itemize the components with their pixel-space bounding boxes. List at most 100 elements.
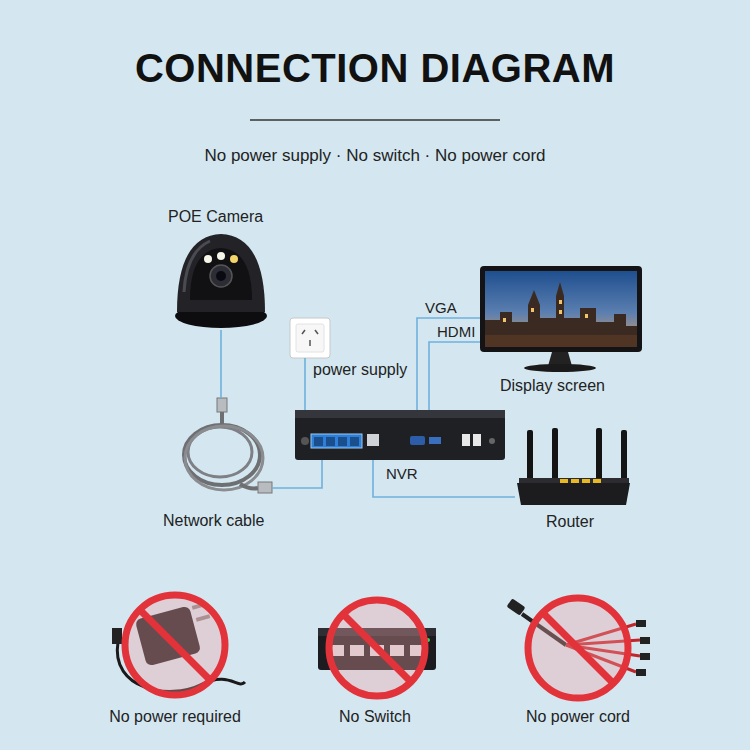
router-icon xyxy=(552,428,558,482)
router-icon xyxy=(621,430,627,482)
poe-camera-icon xyxy=(216,271,226,281)
router-icon xyxy=(560,479,568,483)
power-socket-icon xyxy=(290,318,330,358)
display-screen-icon xyxy=(585,314,588,318)
connector-label: HDMI xyxy=(436,323,476,340)
network-cable-icon xyxy=(184,398,272,493)
power-cord-icon xyxy=(640,637,650,644)
router-icon xyxy=(517,428,630,505)
nvr-device xyxy=(301,437,309,445)
router-icon xyxy=(517,483,630,505)
nvr-device xyxy=(410,436,425,445)
power-socket-icon xyxy=(290,318,330,358)
node-label: Display screen xyxy=(500,376,605,395)
nvr-device xyxy=(429,437,441,444)
connector-label: VGA xyxy=(424,299,458,316)
diagram-title: CONNECTION DIAGRAM xyxy=(0,46,750,91)
power-cord-icon xyxy=(640,653,650,660)
node-label: No Switch xyxy=(339,707,411,726)
prohibition-sign xyxy=(528,598,628,698)
display-screen-icon xyxy=(485,271,637,347)
nvr-device xyxy=(326,437,335,446)
display-screen-icon xyxy=(559,300,562,304)
network-cable-icon xyxy=(240,484,258,489)
connector-line xyxy=(220,330,222,398)
poe-camera-icon xyxy=(175,234,267,328)
prohibition-sign xyxy=(528,598,628,698)
power-supply-node: power supply xyxy=(290,318,330,358)
poe-camera-icon xyxy=(210,265,232,287)
nvr-device xyxy=(338,437,347,446)
title-rule xyxy=(250,119,500,121)
poe-camera-icon xyxy=(184,241,210,292)
router-node: Router xyxy=(515,425,633,510)
poe-camera-icon xyxy=(190,248,252,300)
cable-node: Network cable xyxy=(180,398,272,500)
router-icon xyxy=(582,479,590,483)
nvr-node: NVR xyxy=(295,410,505,460)
node-label: NVR xyxy=(386,465,418,483)
prohibition-sign xyxy=(140,610,210,680)
router-icon xyxy=(571,479,579,483)
connector-line xyxy=(373,460,515,497)
display-screen-icon xyxy=(485,335,637,347)
prohibition-sign xyxy=(329,600,425,696)
nvr-device xyxy=(489,438,495,444)
network-cable-icon xyxy=(258,482,272,493)
prohibition-sign xyxy=(125,595,225,695)
connector-line xyxy=(272,460,322,488)
display-screen-icon xyxy=(485,282,637,347)
display-screen-icon xyxy=(524,364,596,372)
node-label: POE Camera xyxy=(168,207,263,226)
connector-line xyxy=(417,318,480,410)
network-cable-icon xyxy=(217,398,227,412)
node-label: Router xyxy=(546,512,594,531)
power-cord-icon xyxy=(636,620,646,627)
nvr-device xyxy=(314,437,323,446)
router-icon xyxy=(596,428,602,482)
prohibition-sign xyxy=(343,614,411,682)
node-label: Network cable xyxy=(163,511,264,530)
nvr-device xyxy=(473,434,481,446)
power-socket-icon xyxy=(296,324,324,352)
connector-line xyxy=(429,342,480,410)
router-icon xyxy=(527,430,533,482)
prohibition-sign xyxy=(543,613,613,683)
poe-camera-icon xyxy=(230,255,238,263)
connector-line xyxy=(304,358,306,410)
nvr-device xyxy=(295,410,505,460)
nvr-device xyxy=(462,434,470,446)
nvr-device xyxy=(350,437,359,446)
camera-node: POE Camera xyxy=(172,232,270,330)
poe-camera-icon xyxy=(177,234,265,312)
power-cord-icon xyxy=(507,598,526,615)
poe-camera-icon xyxy=(217,252,225,260)
display-screen-icon xyxy=(531,308,534,312)
router-icon xyxy=(593,479,601,483)
display-screen-icon xyxy=(480,266,642,352)
poe-camera-icon xyxy=(204,255,212,263)
subtitle-note: No power supply · No switch · No power c… xyxy=(0,146,750,166)
prohibition-sign xyxy=(329,600,425,696)
nvr-device xyxy=(295,410,505,460)
power-socket-icon xyxy=(315,330,318,334)
prohibited-item: No power cord xyxy=(503,588,653,703)
display-node: Display screen xyxy=(480,266,642,352)
power-cord-icon xyxy=(636,669,646,676)
power-adapter-icon xyxy=(112,628,122,644)
node-label: power supply xyxy=(313,360,407,379)
network-cable-icon xyxy=(185,426,263,490)
prohibited-item: No Switch xyxy=(305,588,445,703)
nvr-device xyxy=(367,434,379,446)
prohibition-sign xyxy=(125,595,225,695)
nvr-device xyxy=(311,434,362,448)
nvr-device xyxy=(295,410,505,418)
node-label: No power required xyxy=(109,707,241,726)
power-socket-icon xyxy=(302,330,305,334)
display-screen-icon xyxy=(559,310,562,314)
display-screen-icon xyxy=(480,266,642,372)
display-screen-icon xyxy=(548,352,572,366)
prohibited-item: No power required xyxy=(100,588,250,703)
display-screen-icon xyxy=(503,318,506,322)
